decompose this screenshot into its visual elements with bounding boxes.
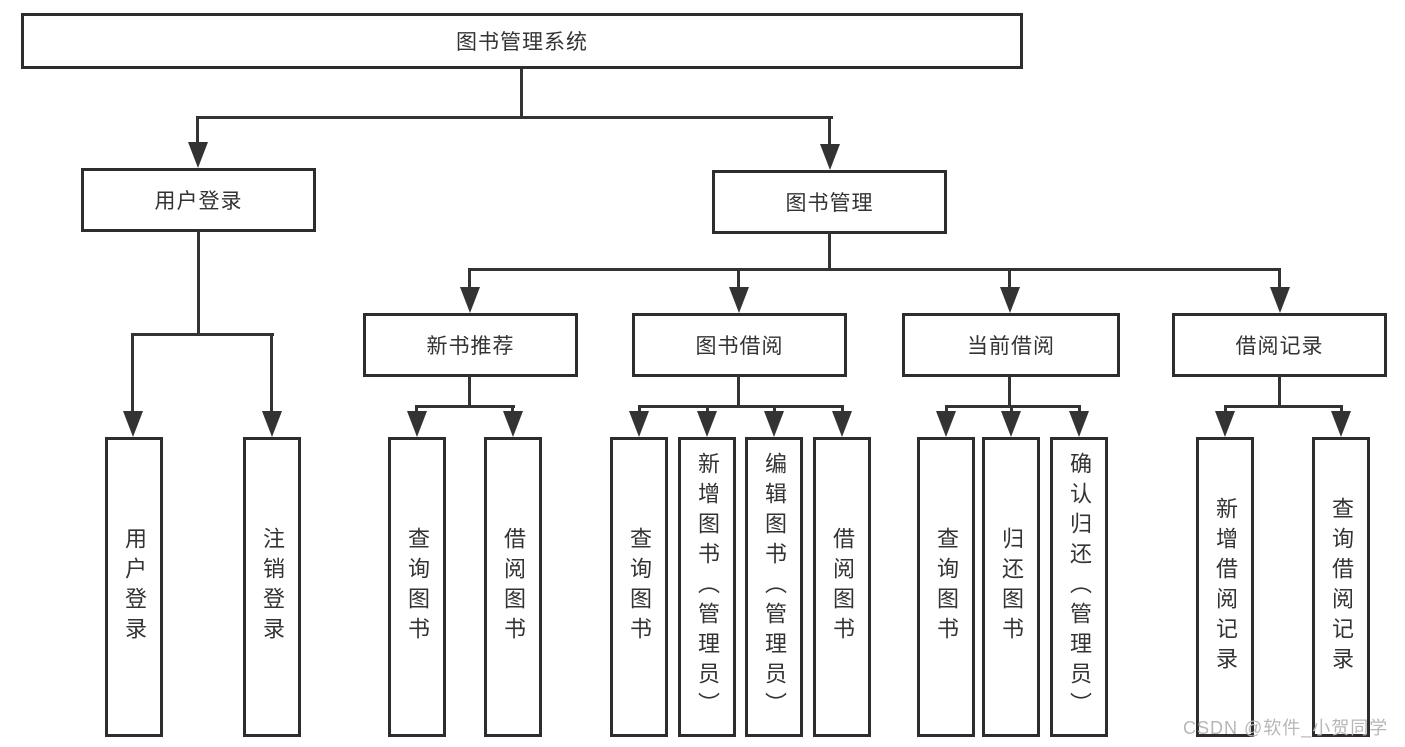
leaf-cb-confirm-return: 确认归还（管理员） bbox=[1050, 437, 1108, 737]
connector-stub-book-mgmt bbox=[828, 116, 831, 146]
node-borrow-records-label: 借阅记录 bbox=[1235, 335, 1324, 358]
connector-stub-bb-borrow bbox=[841, 405, 844, 415]
leaf-user-login-label: 用户登录 bbox=[122, 527, 147, 647]
arrowhead-bb-borrow bbox=[832, 411, 852, 437]
leaf-bb-query-books: 查询图书 bbox=[610, 437, 668, 737]
leaf-bb-edit-books-label: 编辑图书（管理员） bbox=[762, 452, 787, 722]
arrowhead-br-add bbox=[1215, 411, 1235, 437]
connector-stub-user-login bbox=[196, 116, 199, 146]
leaf-br-add-record: 新增借阅记录 bbox=[1196, 437, 1254, 737]
node-book-borrow: 图书借阅 bbox=[632, 313, 847, 377]
connector-stub-current-borrow bbox=[1008, 268, 1011, 290]
connector-root-stem bbox=[520, 69, 523, 118]
arrowhead-cb-return bbox=[1001, 411, 1021, 437]
leaf-bb-add-books: 新增图书（管理员） bbox=[678, 437, 736, 737]
leaf-rec-query-books-label: 查询图书 bbox=[405, 527, 430, 647]
leaf-bb-query-books-label: 查询图书 bbox=[627, 527, 652, 647]
connector-bb-branch bbox=[638, 405, 843, 408]
leaf-cb-confirm-return-label: 确认归还（管理员） bbox=[1067, 452, 1092, 722]
arrowhead-user-login bbox=[188, 142, 208, 168]
leaf-bb-edit-books: 编辑图书（管理员） bbox=[745, 437, 803, 737]
arrowhead-bb-add bbox=[697, 411, 717, 437]
connector-rec-stem bbox=[468, 376, 471, 408]
connector-stub-cb-query bbox=[945, 405, 948, 415]
connector-user-login-stem bbox=[197, 231, 200, 335]
arrowhead-bb-edit bbox=[764, 411, 784, 437]
connector-stub-borrow-records bbox=[1278, 268, 1281, 290]
connector-stub-login-leaf bbox=[131, 333, 134, 411]
connector-book-mgmt-branch bbox=[468, 268, 1281, 271]
leaf-bb-add-books-label: 新增图书（管理员） bbox=[695, 452, 720, 722]
arrowhead-login-leaf bbox=[123, 411, 143, 437]
leaf-cb-query-books: 查询图书 bbox=[917, 437, 975, 737]
arrowhead-cb-confirm bbox=[1069, 411, 1089, 437]
connector-book-mgmt-stem bbox=[828, 232, 831, 271]
connector-stub-cb-confirm bbox=[1078, 405, 1081, 415]
node-current-borrow-label: 当前借阅 bbox=[967, 335, 1055, 358]
node-user-login-label: 用户登录 bbox=[154, 190, 243, 213]
connector-cb-branch bbox=[945, 405, 1081, 408]
arrowhead-logout-leaf bbox=[262, 411, 282, 437]
leaf-user-login: 用户登录 bbox=[105, 437, 163, 737]
connector-stub-cb-return bbox=[1010, 405, 1013, 415]
leaf-bb-borrow-books: 借阅图书 bbox=[813, 437, 871, 737]
connector-stub-rec-query bbox=[415, 405, 418, 415]
arrowhead-new-book-rec bbox=[460, 287, 480, 313]
leaf-bb-borrow-books-label: 借阅图书 bbox=[830, 527, 855, 647]
arrowhead-br-query bbox=[1331, 411, 1351, 437]
leaf-logout: 注销登录 bbox=[243, 437, 301, 737]
csdn-watermark: CSDN @软件_小贺同学 bbox=[1183, 718, 1389, 738]
connector-br-branch bbox=[1224, 405, 1342, 408]
leaf-logout-label: 注销登录 bbox=[260, 527, 285, 647]
node-current-borrow: 当前借阅 bbox=[902, 313, 1120, 377]
node-new-book-rec: 新书推荐 bbox=[363, 313, 578, 377]
leaf-rec-borrow-books-label: 借阅图书 bbox=[501, 527, 526, 647]
node-root-label: 图书管理系统 bbox=[456, 31, 588, 54]
connector-bb-stem bbox=[737, 376, 740, 408]
arrowhead-rec-borrow bbox=[503, 411, 523, 437]
arrowhead-book-borrow bbox=[729, 287, 749, 313]
leaf-cb-return-books: 归还图书 bbox=[982, 437, 1040, 737]
leaf-cb-query-books-label: 查询图书 bbox=[934, 527, 959, 647]
connector-root-branch bbox=[197, 116, 833, 119]
node-book-borrow-label: 图书借阅 bbox=[695, 335, 784, 358]
node-borrow-records: 借阅记录 bbox=[1172, 313, 1387, 377]
leaf-br-add-record-label: 新增借阅记录 bbox=[1213, 497, 1238, 677]
leaf-br-query-record: 查询借阅记录 bbox=[1312, 437, 1370, 737]
node-book-mgmt-label: 图书管理 bbox=[785, 192, 874, 215]
connector-stub-bb-add bbox=[706, 405, 709, 415]
connector-stub-bb-query bbox=[638, 405, 641, 415]
connector-stub-br-query bbox=[1340, 405, 1343, 415]
leaf-rec-query-books: 查询图书 bbox=[388, 437, 446, 737]
connector-stub-bb-edit bbox=[773, 405, 776, 415]
connector-stub-new-book-rec bbox=[468, 268, 471, 290]
connector-stub-rec-borrow bbox=[511, 405, 514, 415]
arrowhead-cb-query bbox=[936, 411, 956, 437]
node-book-mgmt: 图书管理 bbox=[712, 170, 947, 234]
arrowhead-bb-query bbox=[629, 411, 649, 437]
node-root-library-system: 图书管理系统 bbox=[21, 13, 1023, 69]
connector-rec-branch bbox=[416, 405, 515, 408]
node-new-book-rec-label: 新书推荐 bbox=[426, 335, 515, 358]
connector-cb-stem bbox=[1008, 376, 1011, 408]
connector-br-stem bbox=[1278, 376, 1281, 408]
connector-stub-br-add bbox=[1224, 405, 1227, 415]
leaf-cb-return-books-label: 归还图书 bbox=[999, 527, 1024, 647]
arrowhead-rec-query bbox=[407, 411, 427, 437]
arrowhead-current-borrow bbox=[1000, 287, 1020, 313]
leaf-br-query-record-label: 查询借阅记录 bbox=[1329, 497, 1354, 677]
connector-user-login-branch bbox=[132, 333, 274, 336]
leaf-rec-borrow-books: 借阅图书 bbox=[484, 437, 542, 737]
connector-stub-book-borrow bbox=[737, 268, 740, 290]
arrowhead-borrow-records bbox=[1270, 287, 1290, 313]
node-user-login: 用户登录 bbox=[81, 168, 316, 232]
connector-stub-logout-leaf bbox=[270, 333, 273, 411]
arrowhead-book-mgmt bbox=[820, 144, 840, 170]
